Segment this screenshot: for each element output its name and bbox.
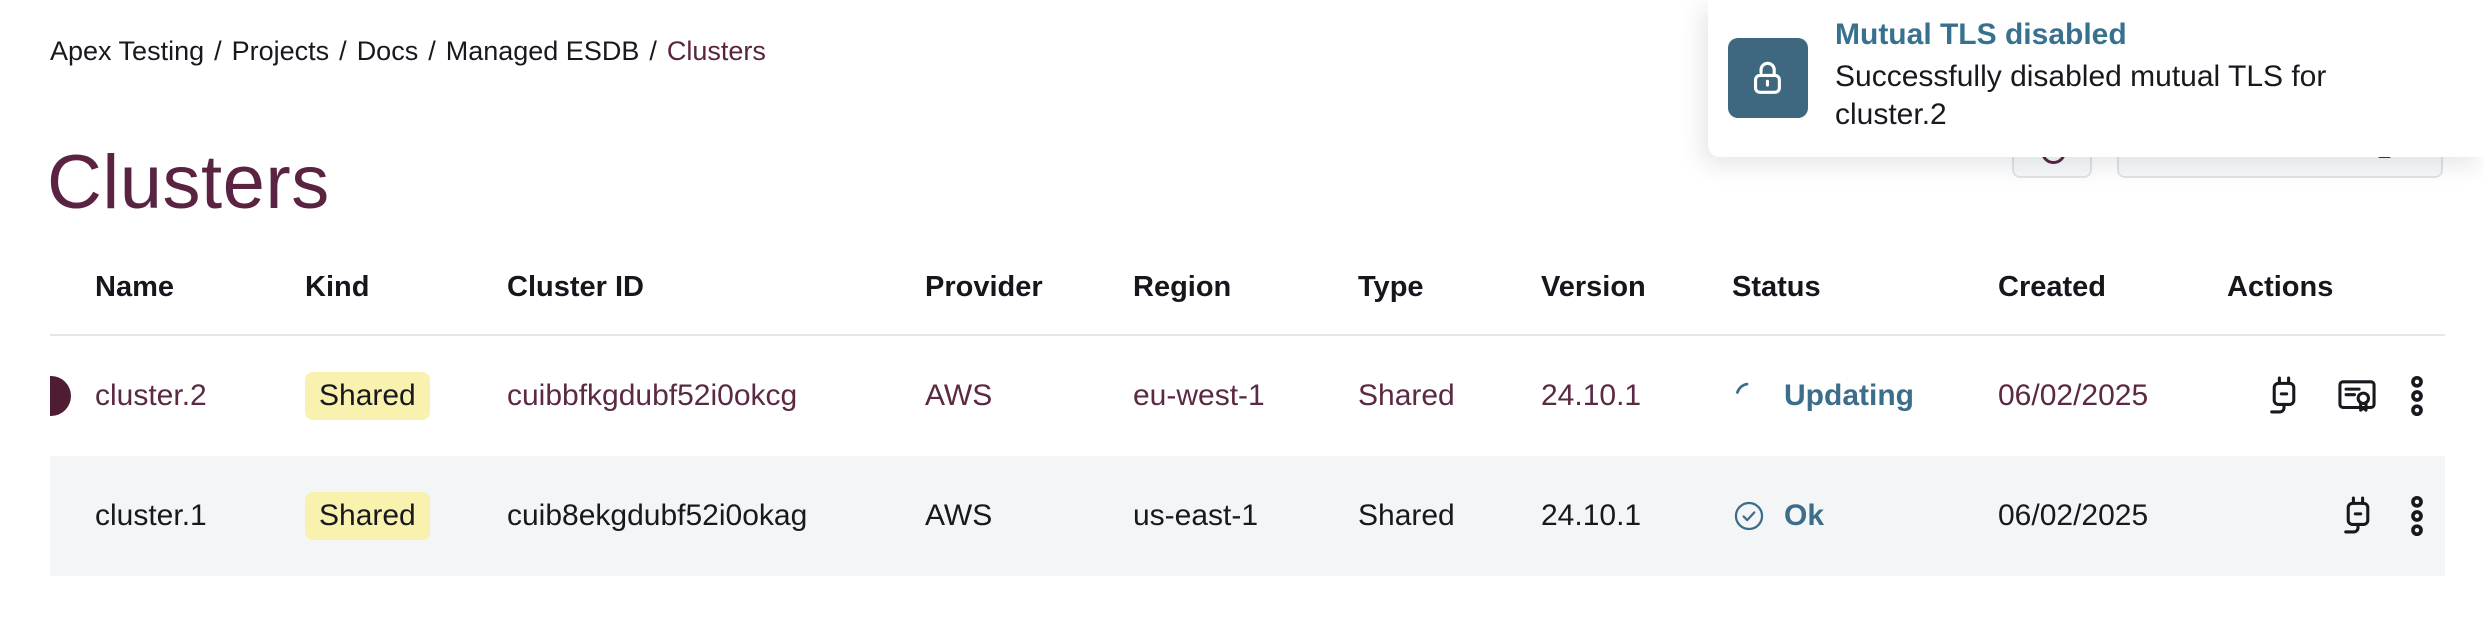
cell-provider: AWS [925, 499, 993, 532]
header-divider [50, 334, 2445, 336]
column-header-created: Created [1998, 270, 2106, 303]
active-row-marker [50, 376, 71, 416]
table-row-cluster-1[interactable]: cluster.1 Shared cuib8ekgdubf52i0okag AW… [50, 456, 2445, 576]
cell-region: eu-west-1 [1133, 379, 1265, 412]
page-title: Clusters [47, 139, 330, 225]
unlock-icon [1753, 61, 1781, 94]
cell-created: 06/02/2025 [1998, 499, 2149, 532]
breadcrumb-item-clusters[interactable]: Clusters [666, 36, 766, 66]
breadcrumb-separator: / [339, 36, 347, 66]
column-header-name: Name [95, 270, 174, 303]
kind-badge: Shared [305, 372, 430, 420]
cell-actions [2227, 373, 2445, 419]
status-badge: Ok [1784, 499, 1825, 532]
cell-type: Shared [1358, 379, 1455, 412]
connect-icon[interactable] [2261, 373, 2307, 419]
cell-status: Updating [1732, 379, 1998, 413]
spinner-icon [1736, 382, 1749, 394]
cell-kind: Shared [305, 492, 507, 540]
table-header-row: Name Kind Cluster ID Provider Region Typ… [50, 240, 2445, 334]
kebab-menu-icon[interactable] [2407, 373, 2427, 419]
cell-name: cluster.1 [95, 499, 207, 532]
cell-type: Shared [1358, 499, 1455, 532]
status-badge: Updating [1784, 379, 1914, 412]
check-circle-icon [1734, 501, 1764, 531]
breadcrumb-item-projects[interactable]: Projects [231, 36, 330, 66]
cell-version: 24.10.1 [1541, 499, 1642, 532]
breadcrumb-item-org[interactable]: Apex Testing [50, 36, 205, 66]
kind-badge: Shared [305, 492, 430, 540]
breadcrumb-separator: / [428, 36, 436, 66]
cell-provider: AWS [925, 379, 993, 412]
cell-actions [2227, 493, 2445, 539]
column-header-status: Status [1732, 270, 1821, 303]
toast-message: Successfully disabled mutual TLS for clu… [1835, 60, 2327, 131]
breadcrumb-item-managed-esdb[interactable]: Managed ESDB [445, 36, 640, 66]
kebab-menu-icon[interactable] [2407, 493, 2427, 539]
cell-name: cluster.2 [95, 379, 207, 412]
cell-created: 06/02/2025 [1998, 379, 2149, 412]
cell-cluster-id: cuib8ekgdubf52i0okag [507, 499, 808, 532]
cell-status: Ok [1732, 499, 1998, 533]
connect-icon[interactable] [2335, 493, 2381, 539]
table-row-cluster-2[interactable]: cluster.2 Shared cuibbfkgdubf52i0okcg AW… [50, 336, 2445, 456]
breadcrumb-item-docs[interactable]: Docs [356, 36, 419, 66]
cell-cluster-id: cuibbfkgdubf52i0okcg [507, 379, 798, 412]
clusters-table: Name Kind Cluster ID Provider Region Typ… [50, 240, 2445, 576]
certificate-icon[interactable] [2333, 373, 2381, 419]
breadcrumb-separator: / [214, 36, 222, 66]
column-header-provider: Provider [925, 270, 1043, 303]
cell-region: us-east-1 [1133, 499, 1259, 532]
cell-kind: Shared [305, 372, 507, 420]
toast-notification: Mutual TLS disabled Successfully disable… [1708, 0, 2484, 157]
toast-icon-tile [1728, 38, 1808, 118]
column-header-region: Region [1133, 270, 1232, 303]
column-header-kind: Kind [305, 270, 370, 303]
breadcrumb-separator: / [649, 36, 657, 66]
column-header-type: Type [1358, 270, 1424, 303]
column-header-actions: Actions [2227, 270, 2334, 303]
cell-version: 24.10.1 [1541, 379, 1642, 412]
column-header-version: Version [1541, 270, 1646, 303]
toast-title: Mutual TLS disabled [1835, 18, 2127, 51]
breadcrumb: Apex Testing / Projects / Docs / Managed ESDB /… [50, 36, 766, 67]
column-header-cluster-id: Cluster ID [507, 270, 644, 303]
